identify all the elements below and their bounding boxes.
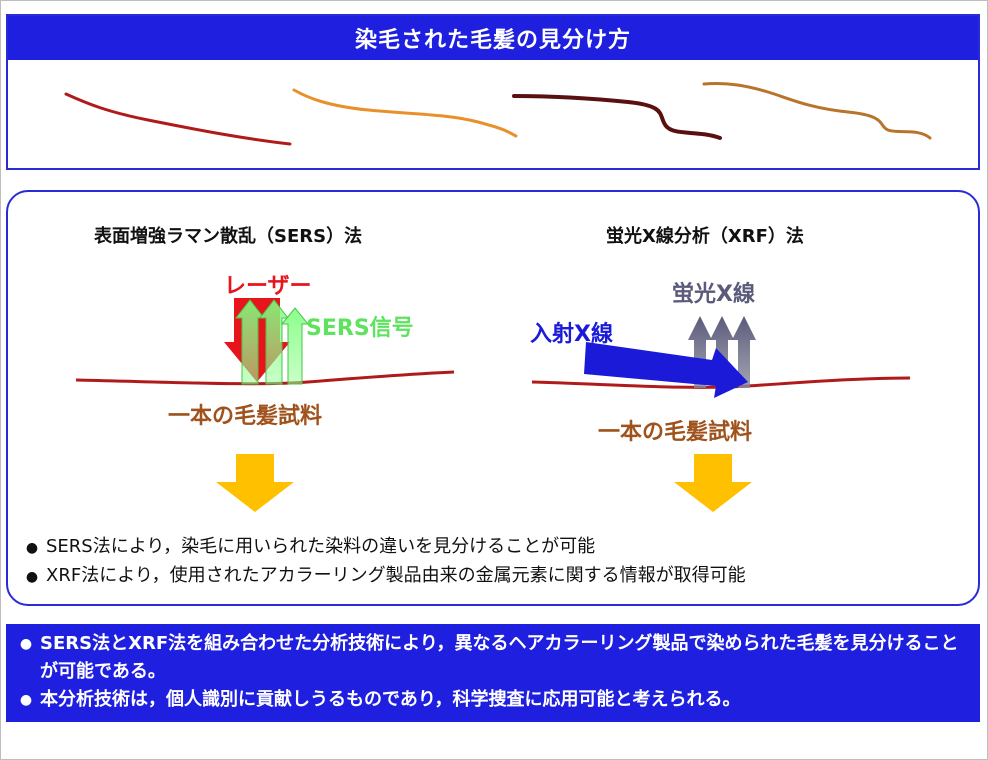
list-item: ● 本分析技術は，個人識別に貢献しうるものであり，科学捜査に応用可能と考えられる… xyxy=(12,686,974,714)
hair-sample-dark-brown xyxy=(512,94,722,140)
hair-sample-orange xyxy=(292,88,518,138)
top-panel: 染毛された毛髪の見分け方 xyxy=(6,14,980,170)
hair-samples xyxy=(64,82,932,146)
method-diagrams xyxy=(75,298,911,512)
results-list: ● SERS法により，染毛に用いられた染料の違いを見分けることが可能 ● XRF… xyxy=(18,532,968,590)
conclusion-panel: ● SERS法とXRF法を組み合わせた分析技術により，異なるヘアカラーリング製品… xyxy=(6,624,980,722)
sers-hair-line xyxy=(75,370,455,386)
incident-xray-arrow xyxy=(584,342,748,398)
sers-heading: 表面増強ラマン散乱（SERS）法 xyxy=(94,226,363,247)
methods-panel: 表面増強ラマン散乱（SERS）法 蛍光X線分析（XRF）法 xyxy=(6,190,980,606)
bullet-icon: ● xyxy=(25,540,39,556)
laser-label: レーザー xyxy=(224,274,312,299)
hair-sample-red xyxy=(64,92,292,146)
incident-xray-label: 入射X線 xyxy=(530,322,613,347)
fluorescence-label: 蛍光X線 xyxy=(672,282,755,307)
hair-sample-light-brown xyxy=(702,82,932,140)
list-item: ● SERS法により，染毛に用いられた染料の違いを見分けることが可能 xyxy=(18,532,968,561)
xrf-sample-label: 一本の毛髪試料 xyxy=(598,420,753,445)
bullet-icon: ● xyxy=(25,569,39,585)
xrf-result-arrow xyxy=(674,454,752,512)
bullet-icon: ● xyxy=(19,636,33,652)
bullet-icon: ● xyxy=(19,692,33,708)
sers-result-arrow xyxy=(216,454,294,512)
sers-signal-arrows xyxy=(234,299,310,385)
list-item: ● SERS法とXRF法を組み合わせた分析技術により，異なるヘアカラーリング製品… xyxy=(12,630,974,686)
sers-signal-label: SERS信号 xyxy=(306,316,414,341)
list-item: ● XRF法により，使用されたアカラーリング製品由来の金属元素に関する情報が取得… xyxy=(18,561,968,590)
xrf-heading: 蛍光X線分析（XRF）法 xyxy=(606,226,804,247)
sers-sample-label: 一本の毛髪試料 xyxy=(168,404,323,429)
page-title: 染毛された毛髪の見分け方 xyxy=(8,16,978,60)
